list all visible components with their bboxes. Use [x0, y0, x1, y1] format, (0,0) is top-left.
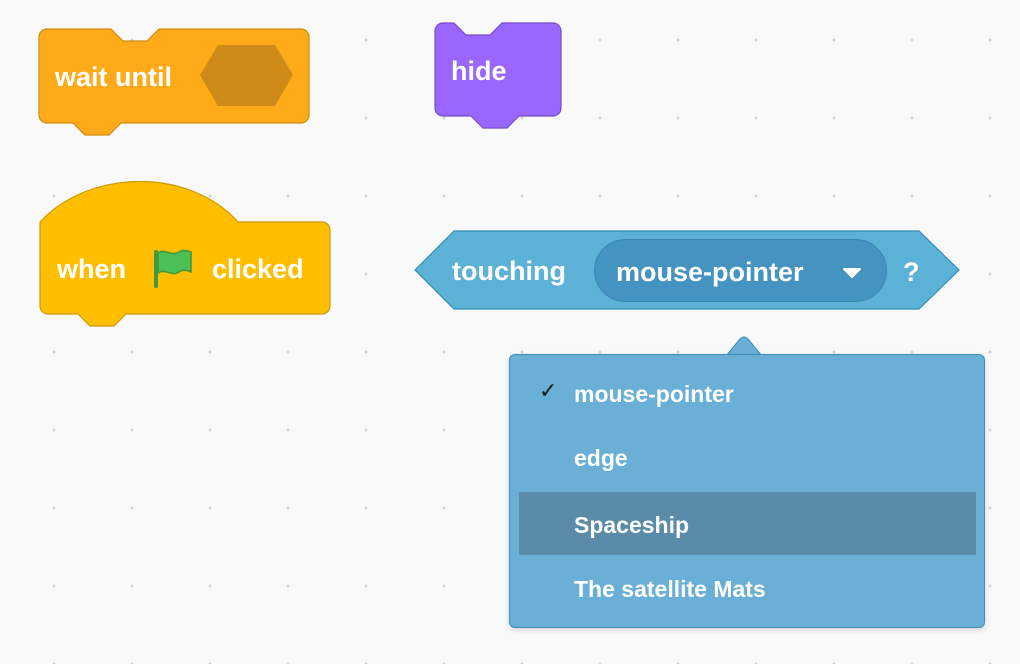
when-label: when [57, 254, 127, 284]
checkmark-icon: ✓ [539, 379, 558, 404]
green-flag-icon [154, 249, 192, 288]
dropdown-item-edge[interactable]: edge [519, 425, 976, 488]
boolean-slot [200, 45, 293, 106]
when-flag-clicked-block[interactable]: when clicked [39, 180, 331, 330]
sensing-menu-dropdown[interactable]: mouse-pointer [594, 239, 887, 302]
sensing-menu-selected-value: mouse-pointer [616, 257, 804, 287]
dropdown-menu: ✓ mouse-pointer edge Spaceship The satel… [509, 354, 985, 628]
dropdown-item-label: The satellite Mats [574, 576, 766, 602]
hide-block[interactable]: hide [434, 22, 562, 133]
hide-label: hide [451, 56, 507, 86]
clicked-label: clicked [212, 254, 304, 284]
hide-block-shape [434, 22, 562, 129]
chevron-down-icon [843, 268, 861, 278]
dropdown-item-spaceship[interactable]: Spaceship [519, 492, 976, 555]
touching-label: touching [452, 256, 566, 286]
touching-block[interactable]: touching mouse-pointer ? [414, 230, 960, 312]
dropdown-item-the-satellite-mats[interactable]: The satellite Mats [519, 556, 976, 619]
wait-until-block[interactable]: wait until [38, 28, 310, 139]
dropdown-item-label: Spaceship [574, 512, 690, 538]
wait-until-block-shape [38, 28, 310, 136]
dropdown-item-label: mouse-pointer [574, 381, 734, 407]
dropdown-item-label: edge [574, 445, 628, 471]
wait-until-label: wait until [55, 62, 172, 92]
touching-question-mark: ? [903, 257, 920, 287]
dropdown-item-mouse-pointer[interactable]: ✓ mouse-pointer [519, 361, 976, 424]
